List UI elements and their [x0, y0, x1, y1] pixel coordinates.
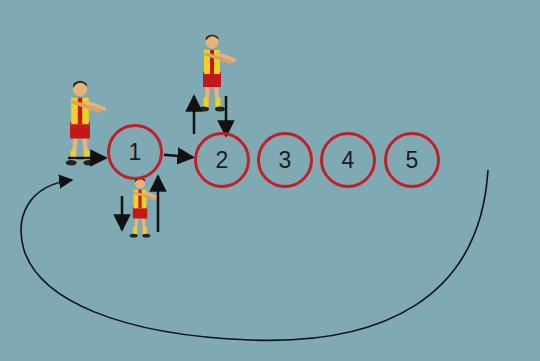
- drill-ring: 5: [384, 132, 440, 188]
- pass-arrow: [164, 155, 193, 158]
- drill-ring: 1: [107, 124, 163, 180]
- ring-number: 2: [216, 149, 229, 172]
- drill-ring: 2: [194, 132, 250, 188]
- drill-ring: 3: [257, 132, 313, 188]
- drill-ring: 4: [320, 132, 376, 188]
- ring-number: 5: [406, 149, 419, 172]
- ring-number: 4: [342, 149, 355, 172]
- ring-number: 1: [129, 141, 142, 164]
- ring-number: 3: [279, 149, 292, 172]
